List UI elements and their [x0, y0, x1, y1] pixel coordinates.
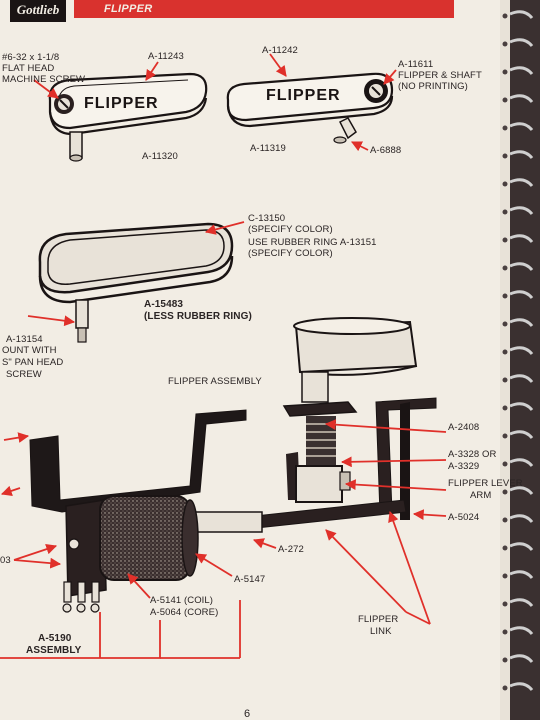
- label-a11611-1: A-11611: [398, 59, 434, 70]
- label-a5064: A-5064 (CORE): [150, 607, 219, 618]
- page-number: 6: [244, 708, 251, 720]
- label-flipper-link-2: LINK: [370, 626, 392, 637]
- label-flipper-link-1: FLIPPER: [358, 614, 399, 625]
- label-a11243: A-11243: [148, 51, 184, 62]
- flipper-assembly-illustration: [29, 317, 437, 613]
- label-a11242: A-11242: [262, 45, 298, 56]
- label-screw-spec-1: #6-32 x 1-1/8: [2, 52, 60, 63]
- flipper-a11320-illustration: FLIPPER: [48, 72, 208, 162]
- label-a11611-3: (NO PRINTING): [398, 81, 468, 92]
- label-a3328-1: A-3328 OR: [448, 449, 497, 460]
- label-a11611-2: FLIPPER & SHAFT: [398, 70, 482, 81]
- brand-logo: Gottlieb: [10, 0, 66, 22]
- label-a5190-1: A-5190: [38, 633, 72, 644]
- flipper-printed-text-2: FLIPPER: [266, 87, 341, 104]
- label-a15483-1: A-15483: [144, 299, 184, 310]
- label-screw-spec-3: MACHINE SCREW: [2, 74, 86, 85]
- spiral-binding: [500, 0, 540, 720]
- label-a5141: A-5141 (COIL): [150, 595, 214, 606]
- label-c13150-4: (SPECIFY COLOR): [248, 248, 333, 259]
- label-lever-1: FLIPPER LEVER: [448, 478, 523, 489]
- page-header: Gottlieb FLIPPER: [0, 0, 540, 22]
- label-a13154-2: OUNT WITH: [2, 345, 57, 356]
- label-a5147: A-5147: [234, 574, 266, 585]
- label-screw-spec-2: FLAT HEAD: [2, 63, 55, 74]
- label-c13150-1: C-13150: [248, 213, 286, 224]
- label-a2408: A-2408: [448, 422, 480, 433]
- label-c13150-2: (SPECIFY COLOR): [248, 224, 333, 235]
- label-a3328-2: A-3329: [448, 461, 480, 472]
- label-a11319: A-11319: [250, 143, 286, 154]
- label-c13150-3: USE RUBBER RING A-13151: [248, 237, 377, 248]
- label-lever-2: ARM: [470, 490, 492, 501]
- label-a5024: A-5024: [448, 512, 480, 523]
- section-title: FLIPPER: [104, 3, 153, 15]
- label-a5190-2: ASSEMBLY: [26, 645, 82, 656]
- section-banner: FLIPPER: [74, 0, 454, 18]
- label-a11320: A-11320: [142, 151, 178, 162]
- label-a6888: A-6888: [370, 145, 402, 156]
- label-a13154-3: S" PAN HEAD: [2, 357, 64, 368]
- callout-arrows: [0, 53, 447, 659]
- label-a13154-4: SCREW: [6, 369, 42, 380]
- label-03: 03: [0, 555, 11, 566]
- flipper-a11319-illustration: FLIPPER: [226, 72, 394, 144]
- label-a15483-2: (LESS RUBBER RING): [144, 311, 252, 322]
- flipper-printed-text-1: FLIPPER: [84, 95, 159, 112]
- flipper-a15483-illustration: [38, 222, 234, 343]
- label-flipper-assembly: FLIPPER ASSEMBLY: [168, 376, 262, 387]
- label-a272: A-272: [278, 544, 304, 555]
- label-a13154-1: A-13154: [6, 334, 43, 345]
